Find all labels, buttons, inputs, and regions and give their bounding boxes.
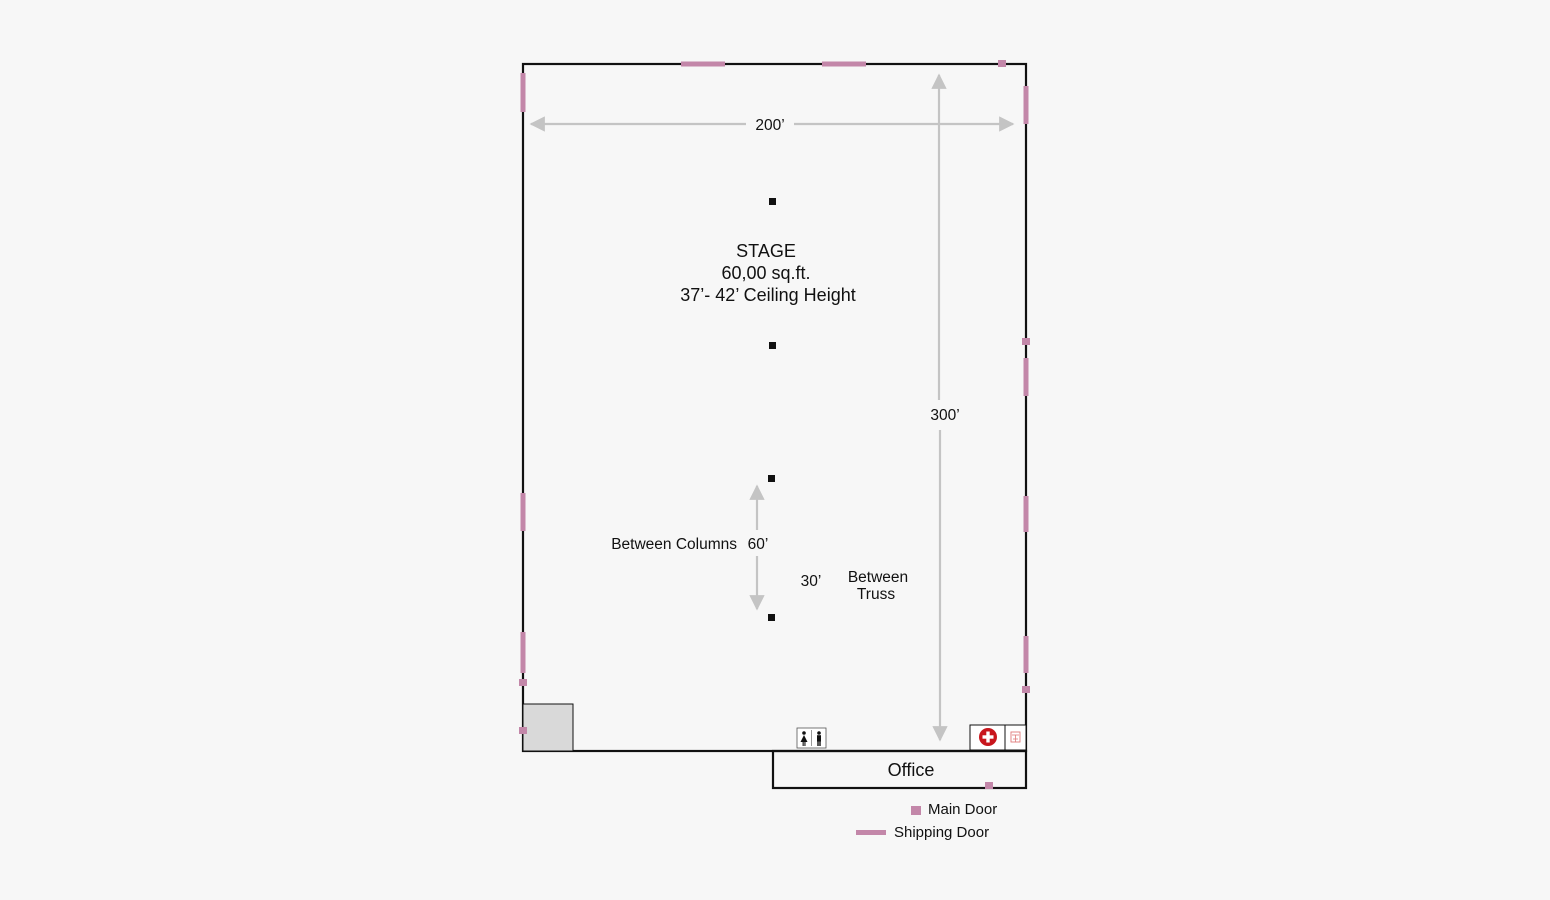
length-dimension: [931, 73, 948, 742]
stage-ceiling: 37’- 42’ Ceiling Height: [680, 285, 855, 305]
main-door: [985, 782, 993, 789]
stage-area: 60,00 sq.ft.: [721, 263, 810, 283]
fire-extinguisher-icon: [1004, 724, 1027, 751]
main-door: [1022, 686, 1030, 693]
main-doors: [519, 60, 1030, 789]
restroom-icon: [796, 727, 827, 749]
column-spacing-value: 60’: [748, 536, 769, 553]
column: [768, 614, 775, 621]
stage-name: STAGE: [736, 241, 796, 261]
truss-spacing-label-1: Between: [848, 569, 908, 586]
main-door: [519, 727, 527, 734]
legend-shipping-door-swatch: [856, 830, 886, 835]
legend-main-door-swatch: [911, 806, 921, 815]
truss-spacing-value: 30’: [801, 573, 822, 590]
column-spacing-label: Between Columns: [611, 536, 737, 553]
main-door: [1022, 338, 1030, 345]
column: [768, 475, 775, 482]
shipping-doors: [520, 61, 1029, 673]
main-door: [998, 60, 1006, 67]
legend-shipping-door-label: Shipping Door: [894, 824, 989, 841]
storage-room: [522, 703, 574, 752]
office-room: [771, 749, 1028, 790]
office-label: Office: [888, 760, 935, 780]
main-door: [519, 679, 527, 686]
first-aid-icon: [969, 724, 1006, 751]
column: [769, 198, 776, 205]
length-label: 300’: [930, 407, 959, 424]
width-label: 200’: [755, 117, 784, 134]
legend-main-door-label: Main Door: [928, 801, 997, 818]
column: [769, 342, 776, 349]
legend: Main Door Shipping Door: [856, 801, 997, 841]
columns: [768, 198, 776, 621]
truss-spacing-label-2: Truss: [857, 586, 895, 603]
